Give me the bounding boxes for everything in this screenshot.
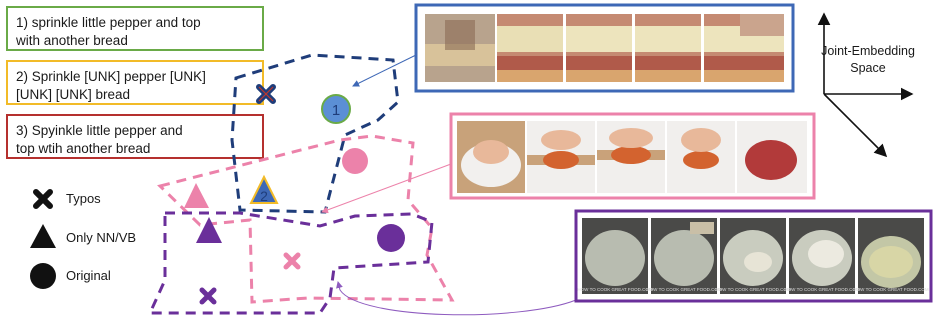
sandwich-frame [497, 14, 563, 82]
marker-typo-pink-icon [286, 255, 298, 267]
region-navy [232, 55, 398, 212]
marker-original-purple-icon [377, 224, 405, 252]
marker-label-1: 1 [332, 102, 340, 119]
pan-frame [858, 218, 924, 294]
video-strip-sandwich [416, 5, 793, 91]
connector-pink [322, 164, 451, 212]
legend-typos-icon [36, 192, 50, 206]
pan-frame [720, 218, 786, 294]
pan-frame [651, 218, 717, 294]
video-strip-meat [451, 114, 814, 198]
marker-typo-navy-icon [259, 87, 273, 101]
legend-only-nn-vb-icon [30, 224, 56, 248]
marker-original-pink-icon [342, 148, 368, 174]
pan-watermark: HOW TO COOK GREAT FOOD.COM [646, 287, 721, 292]
sandwich-frame [566, 14, 632, 82]
pan-watermark: HOW TO COOK GREAT FOOD.COM [715, 287, 790, 292]
marker-nnvb-pink-icon [184, 183, 209, 208]
meat-frame [457, 121, 525, 193]
meat-frame [597, 121, 665, 193]
marker-nnvb-purple-icon [196, 217, 222, 243]
sandwich-frame [635, 14, 701, 82]
connector-blue [353, 55, 416, 86]
meat-frame [737, 121, 807, 193]
embedding-axes [824, 14, 912, 156]
pan-watermark: HOW TO COOK GREAT FOOD.COM [577, 287, 652, 292]
meat-frame [527, 121, 595, 193]
region-pink [160, 136, 452, 302]
pan-frame [789, 218, 855, 294]
sandwich-frame [425, 14, 495, 82]
sandwich-frame [704, 14, 784, 82]
marker-typo-purple-icon [202, 290, 214, 302]
marker-nnvb-2-icon: 2 [251, 177, 277, 204]
legend-original-icon [30, 263, 56, 289]
marker-label-2: 2 [260, 188, 268, 204]
pan-watermark: HOW TO COOK GREAT FOOD.COM [784, 287, 859, 292]
pan-frame [582, 218, 648, 294]
pan-watermark: HOW TO COOK GREAT FOOD.COM [853, 287, 928, 292]
marker-original-1-icon: 1 [322, 95, 350, 123]
video-strip-pan: HOW TO COOK GREAT FOOD.COM HOW TO COOK G… [576, 211, 931, 301]
meat-frame [667, 121, 735, 193]
